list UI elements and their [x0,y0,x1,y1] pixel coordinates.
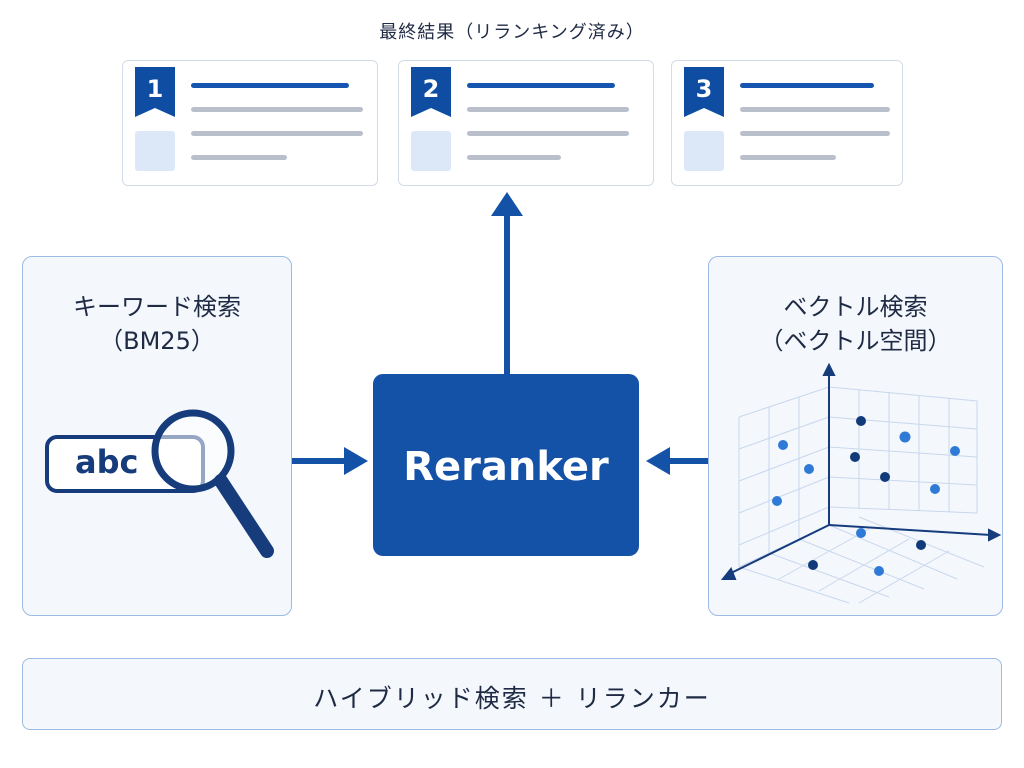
result-thumbnail [684,131,724,171]
keyword-search-panel: キーワード検索 （BM25） abc [22,256,292,616]
vector-point [950,446,960,456]
vector-panel-title: ベクトル検索 [783,293,928,321]
vector-point [856,528,866,538]
keyword-panel-title: キーワード検索 [73,293,241,321]
result-title-line [740,83,874,88]
vector-search-panel: ベクトル検索 （ベクトル空間） [708,256,1003,616]
vector-space-plot [720,362,1002,604]
result-text-line [191,155,287,160]
result-thumbnail [135,131,175,171]
axes [720,362,1002,580]
magnifier-icon [151,409,274,558]
result-text-line [467,155,561,160]
reranker-label: Reranker [403,444,609,490]
vector-points [772,416,960,576]
arrow-up-head [491,192,523,216]
vector-point [916,540,926,550]
result-title-line [191,83,349,88]
arrow-right-head [344,447,368,475]
footer-label: ハイブリッド検索 ＋ リランカー [313,684,711,713]
result-text-line [740,155,836,160]
vector-point [808,560,818,570]
arrow-left-head [646,447,670,475]
vector-point [874,566,884,576]
result-card-3[interactable]: 3 [671,60,903,186]
query-text: abc [75,443,139,481]
vector-point [850,452,860,462]
result-text-line [740,131,890,136]
vector-point [930,484,940,494]
result-title-line [467,83,615,88]
result-text-line [467,107,629,112]
result-text-line [740,107,890,112]
vector-point [899,431,911,443]
vector-point [880,472,890,482]
result-text-line [191,131,363,136]
vector-point [772,496,782,506]
final-results-title: 最終結果（リランキング済み） [379,22,645,43]
keyword-panel-subtitle: （BM25） [99,327,215,355]
result-text-line [467,131,629,136]
result-text-line [191,107,363,112]
footer-bar: ハイブリッド検索 ＋ リランカー [22,658,1002,730]
reranker-box[interactable]: Reranker [373,374,639,556]
vector-panel-subtitle: （ベクトル空間） [759,327,952,355]
vector-point [804,464,814,474]
vector-point [778,440,788,450]
result-card-2[interactable]: 2 [398,60,654,186]
vector-point [856,416,866,426]
grid-lines [738,386,985,604]
result-thumbnail [411,131,451,171]
result-card-1[interactable]: 1 [122,60,378,186]
